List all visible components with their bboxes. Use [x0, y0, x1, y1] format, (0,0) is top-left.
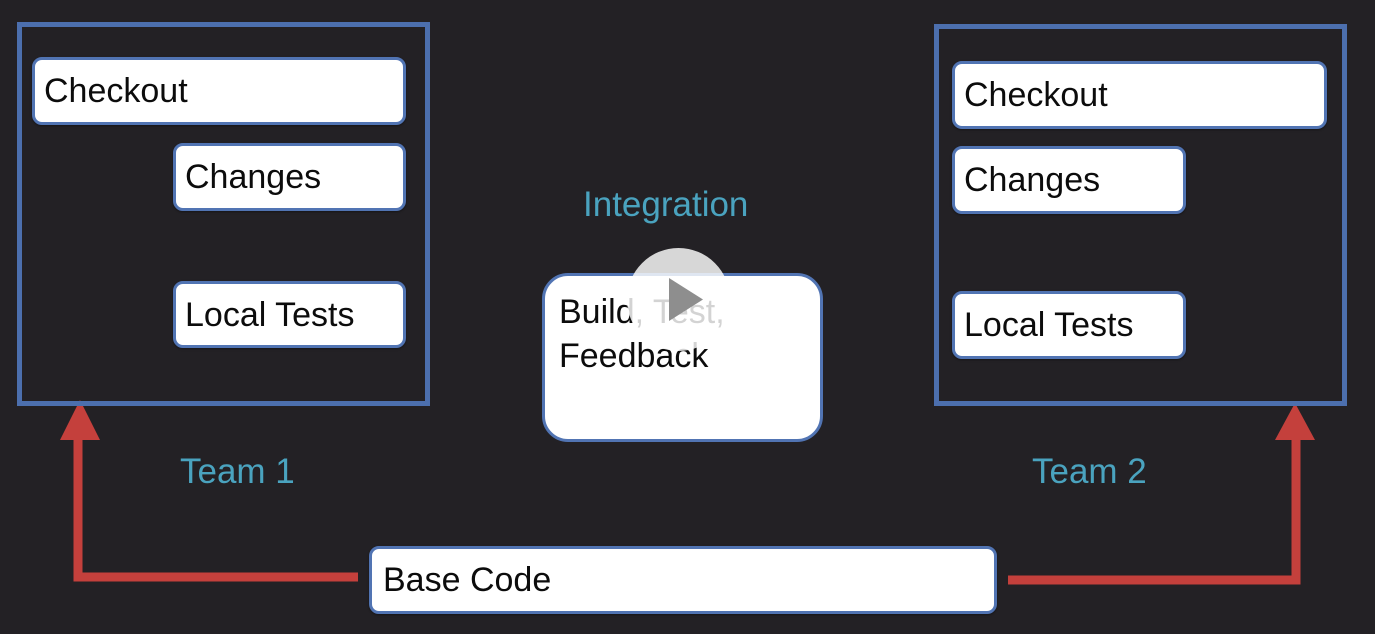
- play-icon: [669, 278, 703, 321]
- base-code-box: Base Code: [369, 546, 997, 614]
- team1-changes-box: Changes: [173, 143, 406, 211]
- team2-changes-box: Changes: [952, 146, 1186, 214]
- team2-checkout-box: Checkout: [952, 61, 1327, 129]
- team1-label: Team 1: [180, 452, 295, 491]
- team1-local-tests-box: Local Tests: [173, 281, 406, 348]
- play-button[interactable]: [627, 248, 730, 351]
- team2-frame: [934, 24, 1347, 406]
- arrow-head-team2-icon: [1275, 403, 1315, 440]
- team2-local-tests-box: Local Tests: [952, 291, 1186, 359]
- integration-label: Integration: [583, 185, 749, 224]
- arrow-head-team1-icon: [60, 400, 100, 440]
- arrow-to-team1: [73, 432, 358, 582]
- team1-checkout-box: Checkout: [32, 57, 406, 125]
- arrow-to-team2: [1008, 432, 1301, 585]
- team1-frame: [17, 22, 430, 406]
- team2-label: Team 2: [1032, 452, 1147, 491]
